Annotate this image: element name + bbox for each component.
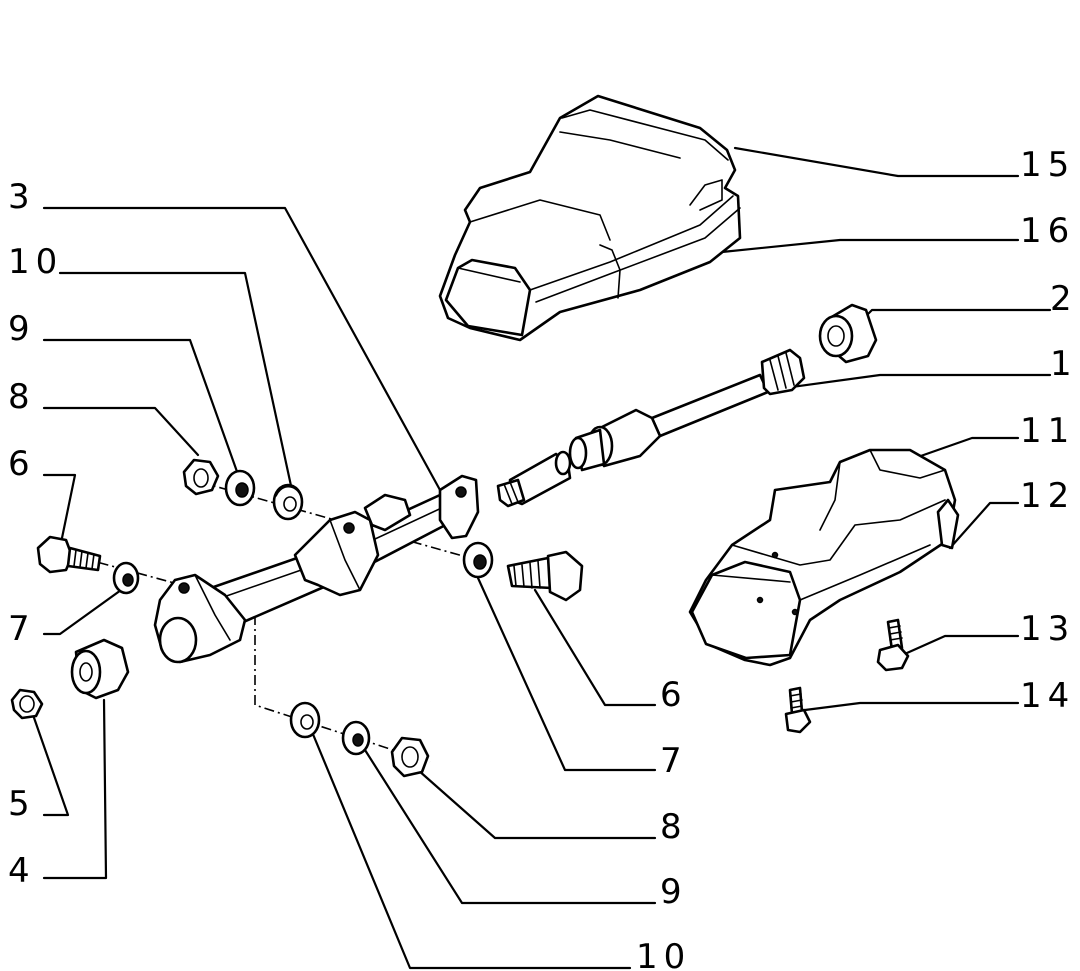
leader-8-bottom bbox=[416, 768, 657, 840]
leader-11 bbox=[913, 436, 1020, 460]
leader-14 bbox=[803, 701, 1020, 712]
screw-13 bbox=[876, 618, 910, 672]
callout-4: 4 bbox=[8, 851, 36, 891]
callout-10-bottom: 10 bbox=[636, 937, 691, 971]
nut-8-top bbox=[182, 458, 220, 496]
lower-boot-cover-11-12 bbox=[688, 448, 960, 667]
callout-14: 14 bbox=[1020, 676, 1075, 716]
screw-14 bbox=[784, 686, 812, 734]
washer-7-left bbox=[112, 561, 140, 595]
callout-6-top: 6 bbox=[8, 444, 36, 484]
axis-line-bottom bbox=[254, 615, 431, 763]
callout-8-top: 8 bbox=[8, 377, 36, 417]
callout-5: 5 bbox=[8, 784, 36, 824]
washer-9-top bbox=[224, 469, 256, 507]
washer-9-bottom bbox=[341, 720, 371, 756]
callout-2: 2 bbox=[1050, 279, 1078, 319]
leader-7-bottom bbox=[476, 576, 657, 772]
leader-16 bbox=[720, 238, 1020, 254]
bolt-6-right bbox=[506, 550, 584, 602]
bolt-6-left bbox=[36, 535, 102, 574]
upper-boot-cover-15-16 bbox=[438, 94, 742, 342]
callout-16: 16 bbox=[1020, 211, 1075, 251]
callout-7-bottom: 7 bbox=[660, 741, 688, 781]
callout-10-top: 10 bbox=[8, 242, 63, 282]
steering-shaft-1 bbox=[496, 348, 806, 508]
callout-13: 13 bbox=[1020, 609, 1075, 649]
steering-tube-3 bbox=[153, 474, 480, 664]
nut-8-bottom bbox=[390, 736, 430, 778]
callout-9-bottom: 9 bbox=[660, 872, 688, 912]
leader-5 bbox=[30, 710, 70, 817]
leader-13 bbox=[896, 634, 1020, 659]
leader-6-bottom bbox=[533, 588, 657, 707]
washer-7-right bbox=[462, 541, 494, 579]
callout-labels: 3 10 9 8 6 7 5 4 15 16 2 1 11 12 13 14 6… bbox=[8, 145, 1078, 971]
leader-12 bbox=[948, 501, 1020, 550]
leader-15 bbox=[733, 146, 1020, 178]
callout-15: 15 bbox=[1020, 145, 1075, 185]
bushing-2 bbox=[818, 303, 878, 364]
leader-10-top bbox=[58, 271, 295, 497]
leader-7-left bbox=[42, 583, 130, 636]
nut-5 bbox=[10, 688, 44, 720]
washer-10-bottom bbox=[289, 701, 321, 739]
callout-1: 1 bbox=[1050, 344, 1078, 384]
leader-4 bbox=[42, 698, 108, 880]
leader-3 bbox=[42, 206, 442, 492]
leader-9-bottom bbox=[363, 748, 657, 905]
leader-2 bbox=[860, 308, 1052, 322]
bushing-4 bbox=[70, 638, 130, 700]
leader-9-top bbox=[42, 338, 242, 482]
callout-11: 11 bbox=[1020, 411, 1075, 451]
leader-10-bottom bbox=[308, 725, 632, 970]
leader-8-top bbox=[42, 406, 200, 457]
washer-10-top bbox=[272, 483, 304, 521]
leader-6-top bbox=[42, 473, 77, 540]
callout-6-bottom: 6 bbox=[660, 675, 688, 715]
callout-9-top: 9 bbox=[8, 309, 36, 349]
callout-12: 12 bbox=[1020, 476, 1075, 516]
callout-8-bottom: 8 bbox=[660, 807, 688, 847]
callout-7-left: 7 bbox=[8, 609, 36, 649]
callout-3: 3 bbox=[8, 177, 36, 217]
